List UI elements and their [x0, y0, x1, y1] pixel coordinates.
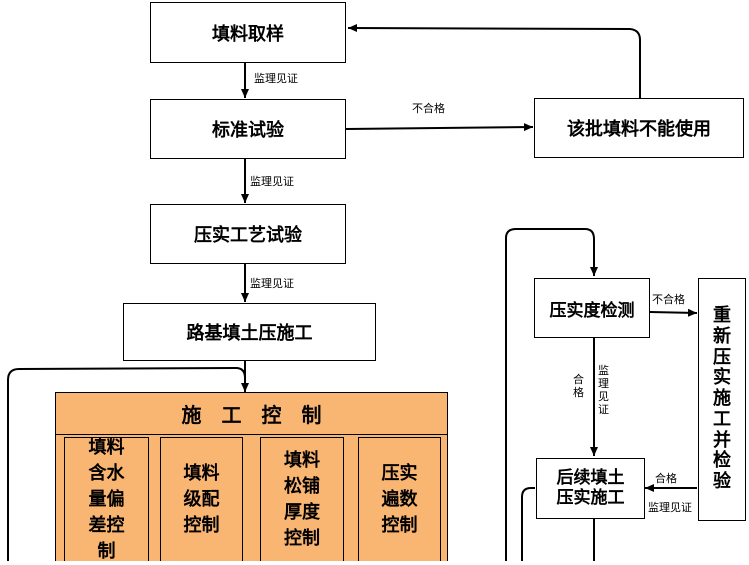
control-title-label: 施 工 控 制 [181, 403, 322, 427]
node-compaction-check: 压实度检测 [534, 278, 650, 338]
control-item-thickness-label: 填料 松铺 厚度 控制 [284, 449, 320, 549]
arrow-loop-to-control [7, 366, 246, 561]
label-witness-1: 监理见证 [254, 72, 298, 85]
control-item-gradation: 填料 级配 控制 [160, 437, 243, 561]
control-item-gradation-label: 填料 级配 控制 [183, 462, 220, 536]
control-item-passes-label: 压实 遍数 控制 [381, 462, 418, 536]
control-title: 施 工 控 制 [55, 392, 448, 435]
node-subgrade-construction-label: 路基填土压施工 [186, 323, 313, 344]
node-compaction-test-label: 压实工艺试验 [194, 225, 302, 246]
node-unusable: 该批填料不能使用 [534, 98, 744, 158]
control-item-moisture: 填料 含水 量偏 差控 制 [64, 437, 149, 562]
node-follow-up: 后续填土 压实施工 [536, 458, 645, 519]
label-witness-2: 监理见证 [250, 175, 294, 188]
arrow-unusable-to-sampling [347, 24, 641, 98]
node-standard-test-label: 标准试验 [212, 120, 284, 141]
node-unusable-label: 该批填料不能使用 [567, 119, 711, 140]
node-sampling: 填料取样 [150, 2, 346, 63]
node-sampling-label: 填料取样 [212, 23, 284, 45]
node-standard-test: 标准试验 [150, 99, 346, 159]
label-pass-back: 合格 [655, 472, 677, 485]
node-compaction-test: 压实工艺试验 [150, 204, 346, 264]
node-recompaction-label: 重 新 压 实 施 工 并 检 验 [713, 305, 731, 492]
line-followup-loop [521, 487, 535, 561]
node-compaction-check-label: 压实度检测 [549, 300, 635, 321]
label-fail-1: 不合格 [412, 102, 445, 115]
arrow-loop-to-compaction-check [505, 228, 598, 561]
arrow-standard-to-unusable [345, 123, 534, 132]
node-follow-up-label: 后续填土 压实施工 [556, 467, 625, 508]
label-witness-vertical: 监 理 见 证 [598, 364, 609, 416]
arrow-check-to-recompaction [649, 308, 698, 317]
node-recompaction: 重 新 压 实 施 工 并 检 验 [698, 278, 746, 521]
control-item-passes: 压实 遍数 控制 [358, 437, 441, 561]
label-witness-back: 监理见证 [648, 501, 692, 514]
control-item-moisture-label: 填料 含水 量偏 差控 制 [88, 436, 125, 562]
label-witness-3: 监理见证 [250, 277, 294, 290]
label-fail-2: 不合格 [652, 293, 685, 306]
node-subgrade-construction: 路基填土压施工 [123, 303, 376, 361]
label-pass-vertical: 合 格 [573, 373, 584, 399]
control-item-thickness: 填料 松铺 厚度 控制 [260, 437, 344, 561]
